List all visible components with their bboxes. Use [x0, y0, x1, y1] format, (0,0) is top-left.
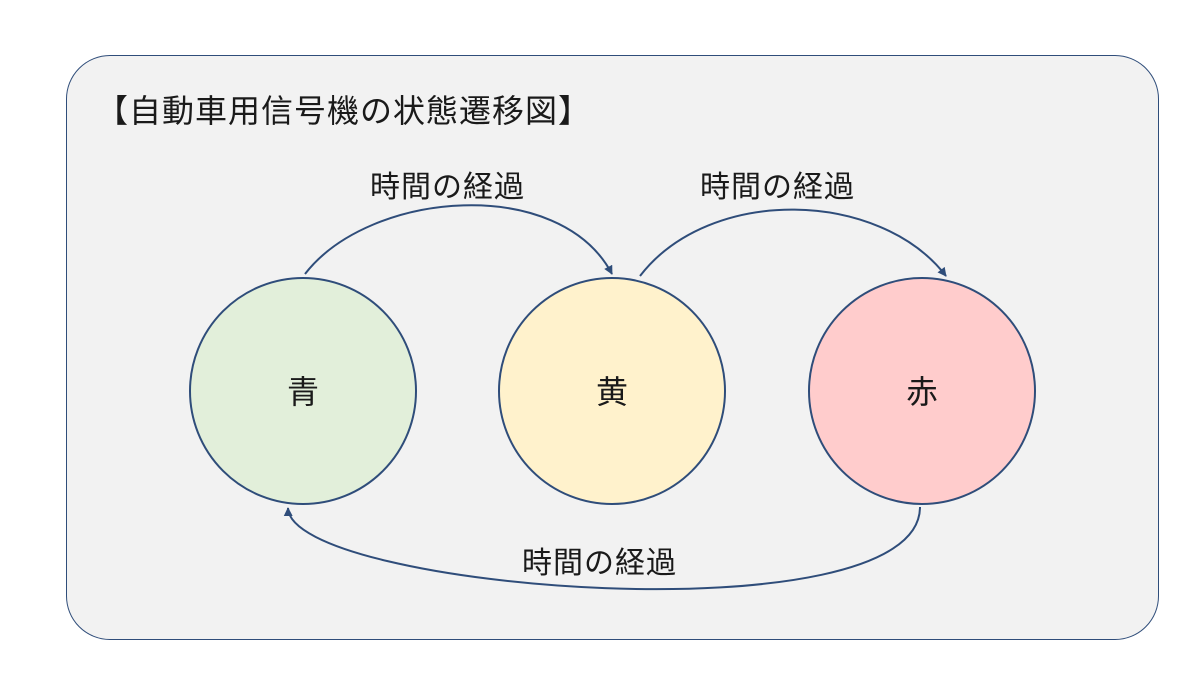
transition-green-to-yellow-arrow	[304, 204, 613, 275]
transition-label-yellow-to-red: 時間の経過	[700, 170, 855, 205]
diagram-title: 【自動車用信号機の状態遷移図】	[96, 92, 592, 130]
state-green-label: 青	[286, 373, 319, 411]
transition-red-to-green-arrow	[283, 506, 921, 591]
state-yellow-circle[interactable]	[498, 277, 726, 505]
transition-label-red-to-green: 時間の経過	[522, 546, 677, 581]
transition-label-green-to-yellow: 時間の経過	[370, 170, 525, 205]
state-red-circle[interactable]	[808, 277, 1036, 505]
state-red-label: 赤	[905, 373, 938, 411]
state-green-circle[interactable]	[189, 277, 417, 505]
transition-yellow-to-red-arrow	[639, 208, 947, 277]
state-yellow-label: 黄	[595, 373, 628, 411]
